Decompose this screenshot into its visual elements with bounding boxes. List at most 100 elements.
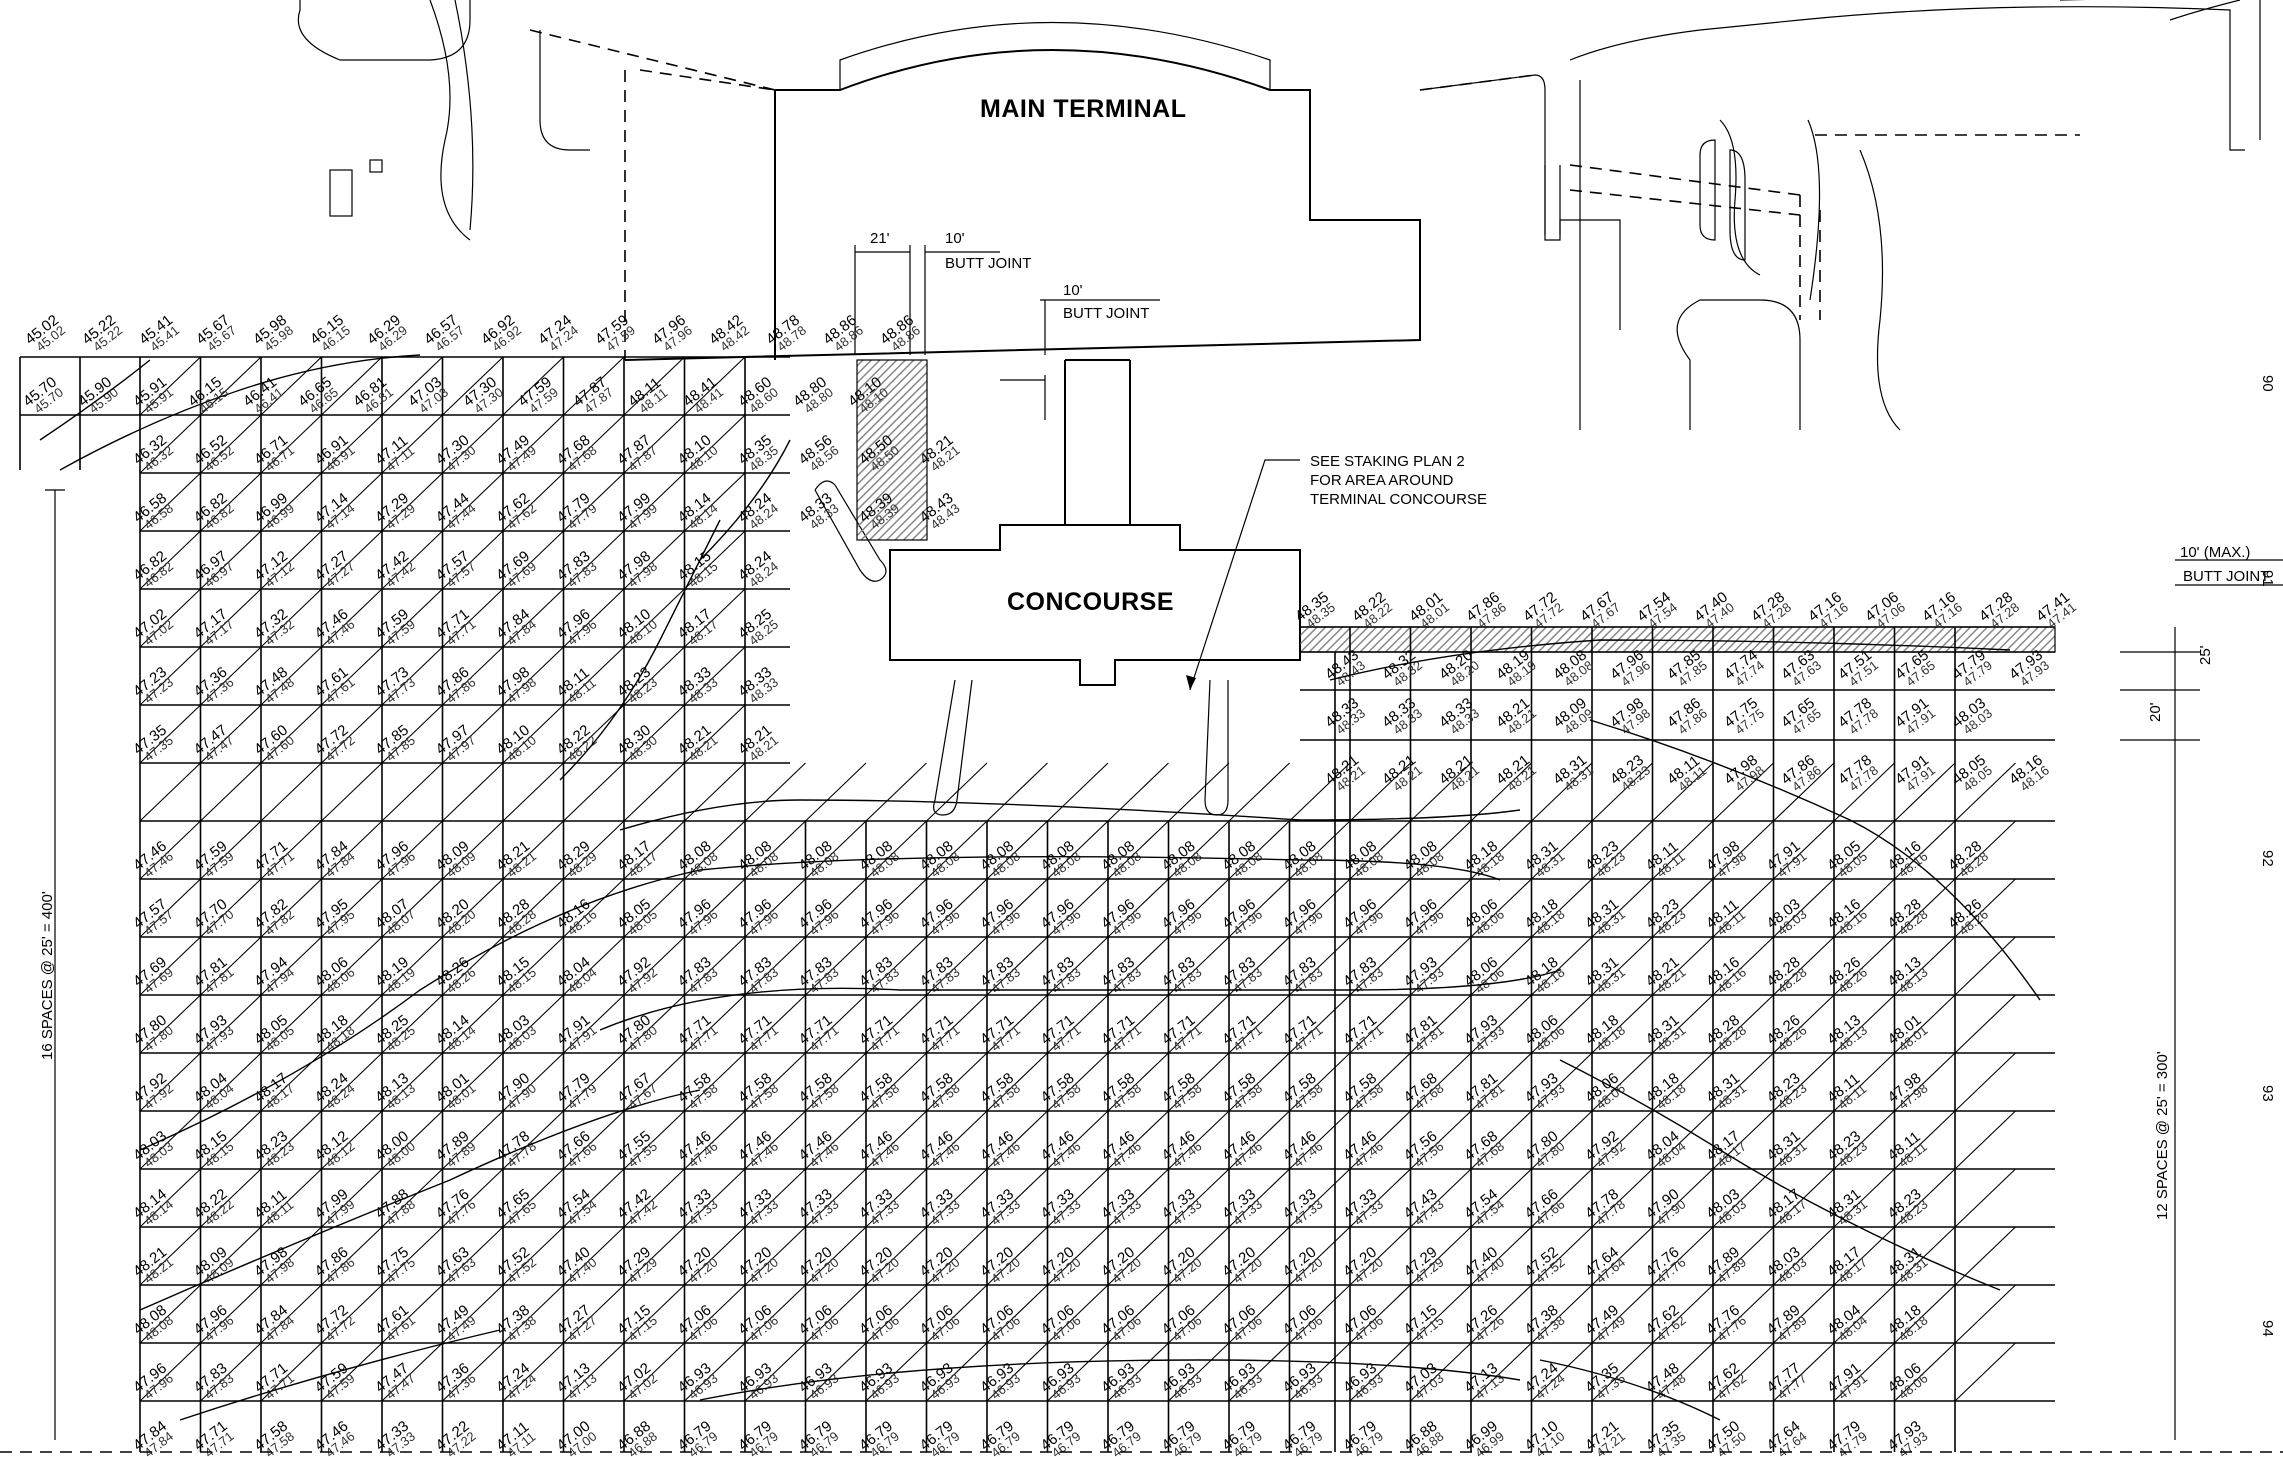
- grid-diagonal: [623, 646, 685, 706]
- grid-diagonal: [200, 414, 262, 474]
- staking-note-line-2: FOR AREA AROUND: [1310, 472, 1454, 489]
- grid-diagonal: [926, 820, 988, 880]
- grid-diagonal: [1954, 1052, 2016, 1112]
- grid-diagonal: [684, 1226, 746, 1286]
- grid-diagonal: [381, 1284, 443, 1344]
- grid-diagonal: [1591, 936, 1653, 996]
- grid-diagonal: [321, 878, 383, 938]
- grid-diagonal: [1652, 936, 1714, 996]
- grid-diagonal: [563, 1168, 625, 1228]
- grid-diagonal: [1289, 1052, 1351, 1112]
- grid-diagonal: [1228, 1284, 1290, 1344]
- grid-diagonal: [321, 530, 383, 590]
- text-labels: MAIN TERMINAL CONCOURSE SEE STAKING PLAN…: [39, 95, 2276, 1337]
- grid-diagonal: [139, 820, 201, 880]
- dim-10-max-label: 10' (MAX.): [2180, 544, 2250, 561]
- grid-diagonal: [1652, 878, 1714, 938]
- grid-diagonal: [381, 472, 443, 532]
- grid-diagonal: [1107, 762, 1169, 822]
- grid-diagonal: [684, 588, 746, 648]
- grid-diagonal: [1531, 1110, 1593, 1170]
- grid-diagonal: [563, 1342, 625, 1402]
- grid-diagonal: [563, 936, 625, 996]
- grid-diagonal: [744, 1342, 806, 1402]
- grid-diagonal: [1773, 820, 1835, 880]
- grid-diagonal: [381, 704, 443, 764]
- grid-diagonal: [321, 1226, 383, 1286]
- grid-diagonal: [1289, 1226, 1351, 1286]
- grid-diagonal: [1410, 1284, 1472, 1344]
- grid-diagonal: [1168, 1284, 1230, 1344]
- grid-diagonal: [442, 820, 504, 880]
- grid-diagonal: [200, 530, 262, 590]
- grid-diagonal: [321, 994, 383, 1054]
- grid-diagonal: [1652, 820, 1714, 880]
- grid-diagonal: [200, 994, 262, 1054]
- grid-diagonal: [1047, 762, 1109, 822]
- grid-diagonal: [381, 936, 443, 996]
- grid-diagonal: [1410, 820, 1472, 880]
- grid-diagonal: [381, 820, 443, 880]
- grid-diagonal: [1652, 1342, 1714, 1402]
- butt-joint-b-label: BUTT JOINT: [1063, 305, 1149, 322]
- sheet-mark-92: 92: [2259, 850, 2276, 867]
- grid-diagonal: [1591, 1342, 1653, 1402]
- grid-diagonal: [1349, 820, 1411, 880]
- grid-diagonal: [260, 1110, 322, 1170]
- grid-diagonal: [805, 762, 867, 822]
- grid-diagonal: [1652, 1284, 1714, 1344]
- grid-diagonal: [1833, 936, 1895, 996]
- grid-diagonal: [744, 1284, 806, 1344]
- grid-diagonal: [1531, 1284, 1593, 1344]
- grid-diagonal: [260, 704, 322, 764]
- grid-diagonal: [926, 1052, 988, 1112]
- grid-diagonal: [1894, 1226, 1956, 1286]
- grid-diagonal: [442, 646, 504, 706]
- grid-diagonal: [1228, 1342, 1290, 1402]
- grid-diagonal: [926, 994, 988, 1054]
- grid-diagonal: [1470, 820, 1532, 880]
- grid-diagonal: [442, 878, 504, 938]
- grid-diagonal: [260, 356, 322, 416]
- grid-diagonal: [1410, 1342, 1472, 1402]
- grid-diagonal: [1712, 762, 1774, 822]
- grid-diagonal: [381, 878, 443, 938]
- grid-diagonal: [200, 1168, 262, 1228]
- grid-diagonal: [139, 1342, 201, 1402]
- grid-diagonal: [1289, 878, 1351, 938]
- grid-diagonal: [1652, 1226, 1714, 1286]
- grid-diagonal: [139, 356, 201, 416]
- grid-diagonal: [1410, 936, 1472, 996]
- grid-diagonal: [563, 878, 625, 938]
- grid-diagonal: [1894, 1110, 1956, 1170]
- grid-diagonal: [1773, 762, 1835, 822]
- grid-diagonal: [139, 762, 201, 822]
- grid-diagonal: [623, 1342, 685, 1402]
- grid-diagonal: [139, 878, 201, 938]
- grid-diagonal: [200, 1052, 262, 1112]
- grid-diagonal: [865, 1052, 927, 1112]
- grid-diagonal: [865, 762, 927, 822]
- grid-diagonal: [986, 878, 1048, 938]
- grid-diagonal: [502, 472, 564, 532]
- grid-diagonal: [1954, 1168, 2016, 1228]
- grid-diagonal: [1047, 1284, 1109, 1344]
- grid-diagonal: [1833, 1110, 1895, 1170]
- grid-diagonal: [1591, 1226, 1653, 1286]
- grid-diagonal: [684, 1052, 746, 1112]
- grid-diagonal: [1652, 1052, 1714, 1112]
- grid-diagonal: [502, 1168, 564, 1228]
- grid-diagonal: [442, 762, 504, 822]
- grid-diagonal: [1531, 994, 1593, 1054]
- grid-diagonal: [1107, 936, 1169, 996]
- grid-diagonal: [1531, 1052, 1593, 1112]
- grid-diagonal: [1289, 1284, 1351, 1344]
- grid-diagonal: [1047, 1168, 1109, 1228]
- grid-diagonal: [1349, 1284, 1411, 1344]
- grid-diagonal: [1712, 1052, 1774, 1112]
- grid-diagonal: [805, 878, 867, 938]
- grid-diagonal: [1107, 1052, 1169, 1112]
- grid-diagonal: [442, 1110, 504, 1170]
- grid-diagonal: [381, 1342, 443, 1402]
- dimensions: [45, 245, 2283, 1440]
